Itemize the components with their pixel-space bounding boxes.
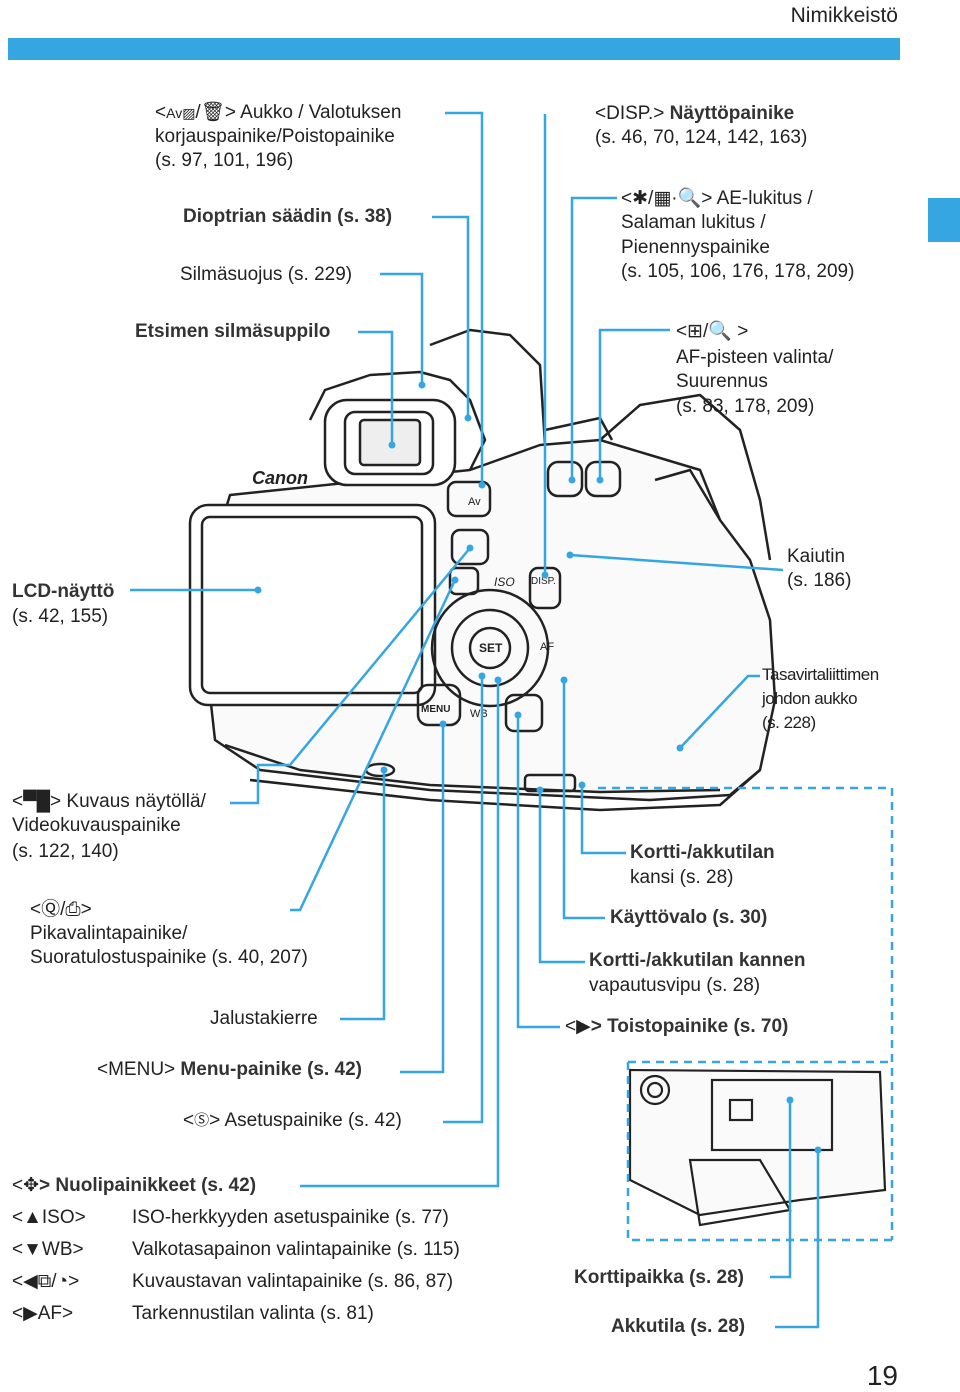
cross-key-row: <◀⧉/◔>: [12, 1271, 80, 1293]
ae-lock-icon: ✱: [632, 188, 649, 209]
trash-icon: 🗑: [200, 102, 225, 123]
camera-icon: ▀█: [23, 791, 51, 812]
af-point-icon: ⊞: [687, 321, 704, 342]
side-tab: [928, 198, 960, 242]
dc-coupler-line1: Tasavirtaliittimen: [762, 665, 879, 684]
callout-lines: [130, 111, 820, 1329]
release-line1: Kortti-/akkutilan kannen: [589, 950, 806, 971]
header-rule: [8, 38, 900, 60]
cross-keys-icon: ✥: [23, 1175, 40, 1196]
eyecup-label: Silmäsuojus (s. 229): [180, 264, 353, 285]
wb-label: WB: [470, 708, 488, 720]
camera-text: Canon ISO DISP. SET AF MENU WB Av: [252, 468, 556, 720]
card-slot-label: Korttipaikka (s. 28): [574, 1267, 744, 1288]
cross-key-row: <▼WB>: [12, 1239, 84, 1260]
cross-key-row: <▶AF>: [12, 1303, 74, 1324]
speaker-line1: Kaiutin: [787, 546, 846, 567]
lcd-line1: LCD-näyttö: [12, 581, 115, 602]
lcd-line2: (s. 42, 155): [12, 606, 109, 627]
cross-key-desc: Tarkennustilan valinta (s. 81): [132, 1303, 374, 1324]
diopter-label: Dioptrian säädin (s. 38): [183, 206, 393, 227]
card-cover-line1: Kortti-/akkutilan: [630, 842, 775, 863]
aperture-line3: (s. 97, 101, 196): [155, 150, 294, 171]
menu-label-callout: <MENU> Menu-painike (s. 42): [97, 1059, 363, 1080]
quick-control-icon: Ⓠ: [41, 899, 61, 920]
callout-dots: [254, 381, 822, 1154]
cross-key-desc: Kuvaustavan valintapainike (s. 86, 87): [132, 1271, 454, 1292]
ae-lock-label: <✱/▦·🔍> AE-lukitus /: [621, 188, 813, 210]
af-point-line4: (s. 83, 178, 209): [676, 396, 815, 417]
av-label: Av: [468, 496, 481, 508]
af-label: AF: [540, 641, 554, 653]
disp-line2: (s. 46, 70, 124, 142, 163): [595, 127, 808, 148]
drive-mode-icon: ⧉: [37, 1271, 52, 1292]
brand-logo: Canon: [252, 468, 308, 488]
eyepiece-label: Etsimen silmäsuppilo: [135, 321, 331, 342]
card-cover-line2: kansi (s. 28): [630, 867, 734, 888]
dc-coupler-line3: (s. 228): [762, 713, 816, 732]
battery-inset: [628, 1068, 887, 1227]
playback-icon: ▶: [576, 1016, 591, 1037]
aperture-line2: korjauspainike/Poistopainike: [155, 126, 395, 147]
iso-label: ISO: [494, 575, 515, 589]
quick-line3: Suoratulostuspainike (s. 40, 207): [30, 947, 308, 968]
quick-label: <Ⓠ/⎙>: [30, 899, 92, 921]
speaker-line2: (s. 186): [787, 570, 852, 591]
av-exposure-icon: Av▨: [166, 105, 196, 121]
dc-coupler-line2: johdon aukko: [762, 689, 858, 708]
cross-key-desc: Valkotasapainon valintapainike (s. 115): [132, 1239, 460, 1260]
cross-key-row: <▲ISO>: [12, 1207, 86, 1228]
quick-line2: Pikavalintapainike/: [30, 923, 188, 944]
ae-lock-line2: Salaman lukitus /: [621, 212, 766, 233]
playback-label: <▶> Toistopainike (s. 70): [565, 1016, 789, 1038]
liveview-line2: Videokuvauspainike: [12, 815, 181, 836]
self-timer-icon: ◔: [56, 1271, 69, 1292]
page-number: 19: [866, 1360, 898, 1391]
tripod-label: Jalustakierre: [210, 1008, 318, 1029]
zoom-in-icon: 🔍: [708, 321, 732, 342]
print-share-icon: ⎙: [65, 899, 81, 920]
index-reduce-icon: ▦·🔍: [653, 188, 702, 209]
ae-lock-line4: (s. 105, 106, 176, 178, 209): [621, 261, 855, 282]
liveview-label: <▀█> Kuvaus näytöllä/: [12, 791, 206, 813]
battery-label: Akkutila (s. 28): [611, 1316, 746, 1337]
cross-key-desc: ISO-herkkyyden asetuspainike (s. 77): [132, 1207, 449, 1228]
menu-label: MENU: [421, 704, 450, 715]
release-line2: vapautusvipu (s. 28): [589, 975, 761, 996]
aperture-label: <Av▨/🗑> Aukko / Valotuksen: [155, 102, 402, 124]
power-label: Käyttövalo (s. 30): [610, 907, 768, 928]
set-label: SET: [479, 641, 503, 655]
af-point-line3: Suurennus: [676, 371, 768, 392]
inset-frame: [598, 786, 894, 1242]
af-point-label: <⊞/🔍 >: [676, 321, 749, 343]
cross-keys-title: <✥> Nuolipainikkeet (s. 42): [12, 1175, 257, 1197]
set-callout: <Ⓢ> Asetuspainike (s. 42): [183, 1110, 402, 1132]
page-header-title: Nimikkeistö: [790, 4, 898, 27]
set-icon: Ⓢ: [194, 1112, 210, 1129]
ae-lock-line3: Pienennyspainike: [621, 237, 770, 258]
disp-label-callout: <DISP.> Näyttöpainike: [595, 103, 795, 124]
disp-label: DISP.: [531, 576, 556, 587]
af-point-line2: AF-pisteen valinta/: [676, 347, 834, 368]
liveview-line3: (s. 122, 140): [12, 841, 119, 862]
